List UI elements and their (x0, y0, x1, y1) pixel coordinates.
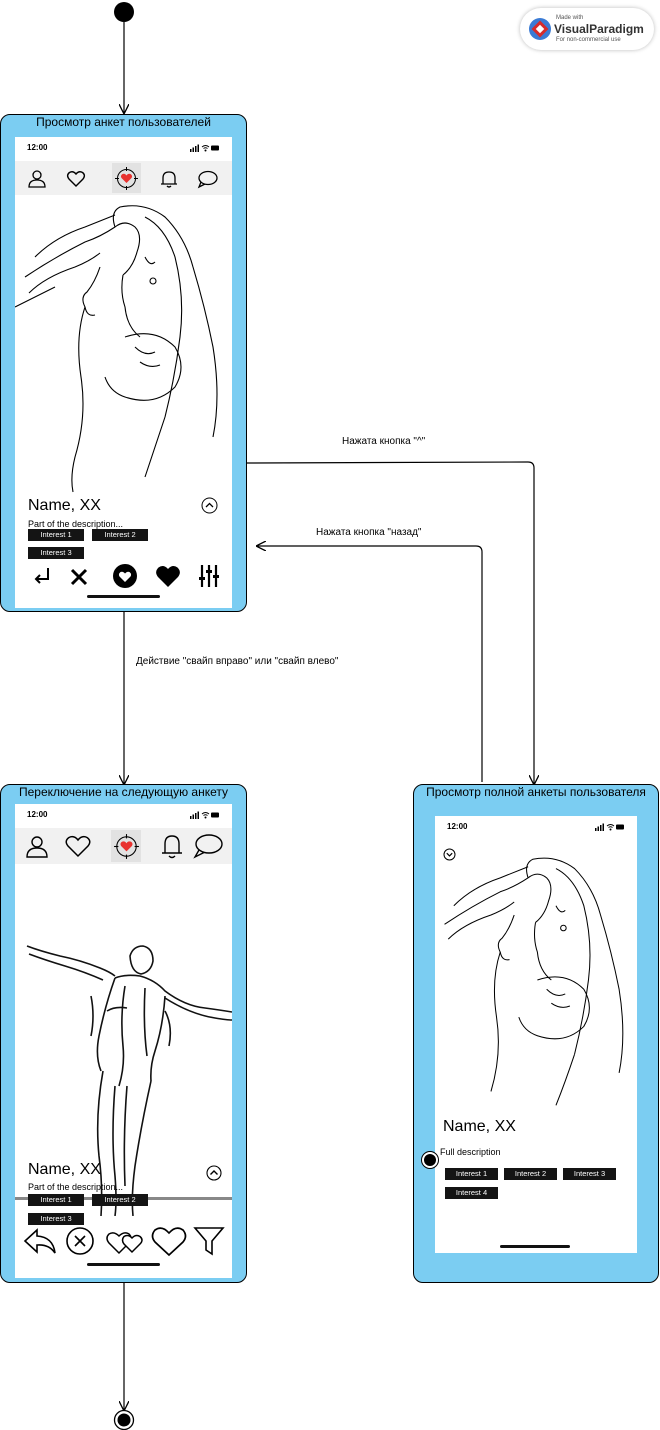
edge-expand (245, 461, 534, 784)
close-icon[interactable] (68, 566, 90, 588)
return-icon[interactable] (31, 565, 53, 587)
heart-icon[interactable] (151, 1225, 187, 1257)
top-nav (15, 828, 232, 864)
heart-icon[interactable] (65, 834, 91, 858)
profile-name: Name, XX (28, 1161, 101, 1178)
chat-icon[interactable] (193, 833, 223, 859)
label-swipe: Действие "свайп вправо" или "свайп влево… (136, 656, 339, 667)
top-nav (15, 161, 232, 195)
heart-circle-icon[interactable] (112, 563, 138, 589)
double-heart-icon[interactable] (105, 1226, 147, 1256)
profile-description: Full description (440, 1147, 501, 1157)
back-arrow-icon[interactable] (23, 1226, 57, 1256)
profile-name: Name, XX (28, 497, 101, 514)
interest-chip: Interest 3 (563, 1168, 616, 1180)
home-indicator (87, 1263, 160, 1266)
profile-description: Part of the description... (28, 519, 124, 529)
user-icon[interactable] (25, 834, 49, 859)
sliders-icon[interactable] (198, 564, 220, 588)
label-back: Нажата кнопка "назад" (316, 527, 422, 538)
interest-chip: Interest 4 (445, 1187, 498, 1199)
bell-icon[interactable] (160, 833, 184, 860)
visual-paradigm-logo-icon (529, 18, 551, 40)
history-marker-ring (421, 1151, 439, 1169)
interest-chip: Interest 2 (92, 529, 148, 541)
status-icons (190, 811, 219, 819)
interest-chip: Interest 2 (92, 1194, 148, 1206)
label-expand: Нажата кнопка "^" (342, 436, 426, 447)
final-node-core (117, 1413, 131, 1427)
status-time: 12:00 (27, 143, 48, 152)
state-title: Переключение на следующую анкету (18, 785, 228, 799)
state-browse: Просмотр анкет пользователей 12:00 (0, 114, 247, 612)
status-bar: 12:00 (23, 143, 224, 155)
phone-screen: 12:00 (15, 137, 232, 608)
heart-filled-icon[interactable] (155, 564, 181, 588)
profile-photo-line-art (444, 857, 624, 1106)
phone-screen: 12:00 (435, 816, 637, 1253)
expand-up-icon[interactable] (201, 497, 218, 514)
watermark-brand: VisualParadigm (554, 22, 644, 36)
status-bar: 12:00 (23, 810, 224, 822)
state-title: Просмотр анкет пользователей (36, 115, 211, 129)
interest-chip: Interest 3 (28, 547, 84, 559)
watermark-sub: For non-commercial use (556, 37, 621, 43)
heart-icon[interactable] (66, 169, 86, 189)
expand-up-icon[interactable] (206, 1165, 222, 1181)
collapse-down-icon[interactable] (443, 848, 456, 861)
chat-icon[interactable] (197, 169, 218, 189)
target-heart-icon[interactable] (114, 166, 139, 191)
home-indicator (500, 1245, 570, 1248)
profile-photo-line-art (15, 205, 218, 493)
initial-node (114, 2, 134, 22)
status-time: 12:00 (447, 822, 468, 831)
interest-chip: Interest 3 (28, 1213, 84, 1225)
home-indicator (87, 595, 160, 598)
state-next-profile: Переключение на следующую анкету 12:00 (0, 784, 247, 1283)
interest-chip: Interest 1 (445, 1168, 498, 1180)
status-time: 12:00 (27, 810, 48, 819)
bell-icon[interactable] (159, 169, 179, 189)
status-icons (190, 144, 219, 152)
profile-description: Part of the description... (28, 1182, 124, 1192)
history-marker-core (424, 1154, 436, 1166)
interest-chip: Interest 1 (28, 529, 84, 541)
user-icon[interactable] (27, 169, 47, 189)
status-icons (595, 823, 624, 831)
phone-screen: 12:00 (15, 804, 232, 1278)
watermark-made-with: Made with (556, 15, 584, 21)
interest-chip: Interest 2 (504, 1168, 557, 1180)
filter-icon[interactable] (193, 1226, 225, 1256)
interest-chip: Interest 1 (28, 1194, 84, 1206)
close-circle-icon[interactable] (65, 1226, 95, 1256)
state-full-profile: Просмотр полной анкеты пользователя 12:0… (413, 784, 659, 1283)
edge-back (257, 546, 483, 782)
state-title: Просмотр полной анкеты пользователя (426, 785, 646, 799)
profile-name: Name, XX (443, 1118, 516, 1135)
status-bar: 12:00 (443, 822, 629, 834)
visual-paradigm-watermark: Made with VisualParadigm For non-commerc… (520, 8, 654, 50)
target-heart-icon[interactable] (113, 833, 140, 860)
